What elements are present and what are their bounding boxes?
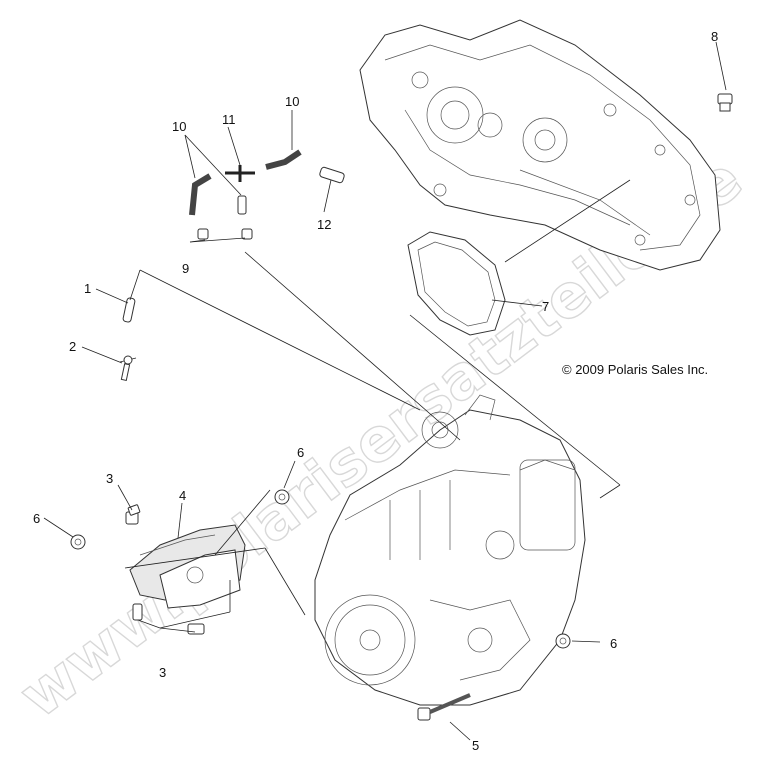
callout-10-right: 10: [285, 94, 299, 109]
tube-part-1: [122, 297, 136, 323]
engine-assembly: [314, 394, 586, 706]
callout-9: 9: [182, 261, 189, 276]
clamp-parts-9: [197, 228, 253, 240]
callout-3-top: 3: [106, 471, 113, 486]
tee-fitting-part-11: [225, 165, 255, 182]
callout-3-bottom: 3: [159, 665, 166, 680]
transmission-case: [359, 19, 721, 271]
nut-part-6-right: [555, 633, 571, 649]
leader-lines: [43, 41, 727, 741]
nut-part-6-top: [274, 489, 290, 505]
callout-4: 4: [179, 488, 186, 503]
callout-6-left: 6: [33, 511, 40, 526]
callout-5: 5: [472, 738, 479, 753]
callout-12: 12: [317, 217, 331, 232]
mount-pin-part-2: [119, 355, 137, 382]
bolt-part-3-left: [132, 603, 143, 621]
callout-6-right: 6: [610, 636, 617, 651]
callout-10-left: 10: [172, 119, 186, 134]
callout-8: 8: [711, 29, 718, 44]
hose-parts-10: [189, 149, 302, 216]
engine-mount-bracket: [129, 524, 246, 609]
plug-part-8: [717, 93, 733, 112]
nut-part-6-left: [70, 534, 86, 550]
bolt-part-3-top: [125, 504, 141, 525]
callout-6-top: 6: [297, 445, 304, 460]
copyright-notice: © 2009 Polaris Sales Inc.: [562, 362, 708, 377]
callout-1: 1: [84, 281, 91, 296]
bolt-part-3-right: [187, 623, 205, 635]
gasket: [407, 179, 631, 336]
callout-labels: 1 2 3 3 4 5 6 6 6 7 8 9 10 10 11 12: [33, 29, 718, 753]
valve-part-12: [319, 166, 345, 184]
callout-7: 7: [542, 299, 549, 314]
callout-2: 2: [69, 339, 76, 354]
callout-11: 11: [222, 112, 236, 127]
long-bolt-part-5: [417, 693, 471, 721]
